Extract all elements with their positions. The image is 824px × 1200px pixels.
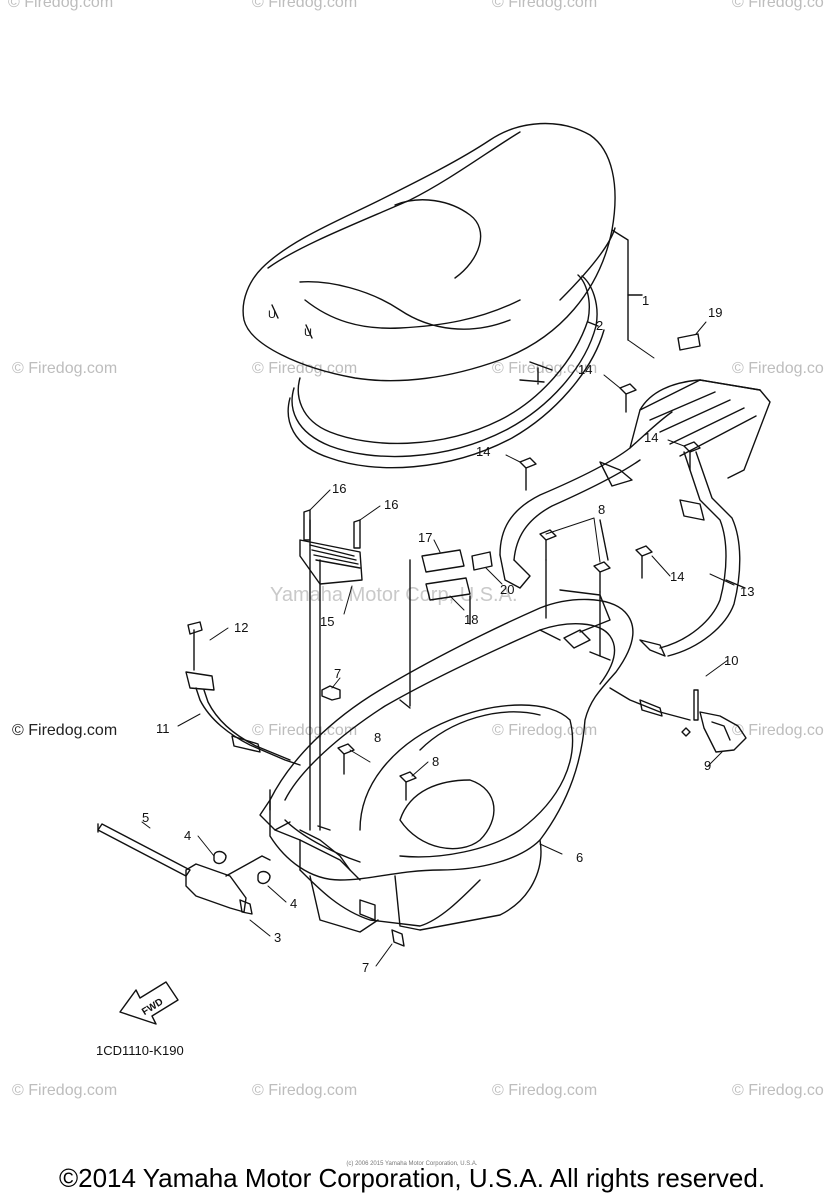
watermark: © Firedog.com: [252, 0, 358, 11]
seat-band-drawing: [287, 274, 605, 469]
callout-7a: 7: [334, 666, 341, 681]
callout-3: 3: [274, 930, 281, 945]
copyright-notice: ©2014 Yamaha Motor Corporation, U.S.A. A…: [58, 1163, 766, 1193]
watermark: © Firedog.com: [492, 1082, 598, 1099]
callout-6: 6: [576, 850, 583, 865]
watermark: © Firedog.com: [252, 1082, 358, 1099]
callout-8a: 8: [598, 502, 605, 517]
callout-7b: 7: [362, 960, 369, 975]
callout-11: 11: [156, 721, 170, 736]
watermark: © Firedog.com: [12, 1082, 118, 1099]
reference-code: 1CD1110-K190: [96, 1043, 184, 1058]
watermark: © Firedog.com: [492, 0, 598, 11]
callout-14c: 14: [644, 430, 658, 445]
labels-cover-drawing: [299, 333, 701, 831]
seat-drawing: U U: [242, 122, 629, 382]
callout-19: 19: [708, 305, 722, 320]
watermark-center: Yamaha Motor Corp, U.S.A.: [270, 584, 518, 606]
callout-8c: 8: [432, 754, 439, 769]
callout-1: 1: [642, 293, 649, 308]
bolt-8-drawing: [337, 519, 611, 801]
callout-9: 9: [704, 758, 711, 773]
fwd-label: FWD: [140, 996, 165, 1017]
callout-numbers: 1 2 3 4 4 5 6 7 7 8 8 8 8 9 10 11 12 13 …: [142, 293, 754, 975]
tiny-credit: (c) 2006 2015 Yamaha Motor Corporation, …: [346, 1161, 478, 1167]
callout-18: 18: [464, 612, 478, 627]
svg-text:U: U: [304, 327, 312, 339]
leader-lines: [141, 321, 735, 967]
callout-17: 17: [418, 530, 432, 545]
watermark: © Firedog.com: [8, 0, 114, 11]
watermark: © Firedog.com: [732, 0, 824, 11]
seat-lock-drawing: [185, 621, 747, 766]
callout-16a: 16: [332, 481, 346, 496]
callout-8b: 8: [374, 730, 381, 745]
callout-15: 15: [320, 614, 334, 629]
callout-4b: 4: [290, 896, 297, 911]
callout-4a: 4: [184, 828, 191, 843]
watermark: © Firedog.com: [732, 1082, 824, 1099]
watermark-highlighted: © Firedog.com: [12, 722, 118, 739]
callout-14a: 14: [578, 362, 592, 377]
fwd-arrow-drawing: FWD: [119, 981, 179, 1025]
callout-14d: 14: [670, 569, 684, 584]
callout-13: 13: [740, 584, 754, 599]
watermark: © Firedog.com: [732, 360, 824, 377]
callout-20: 20: [500, 582, 514, 597]
callout-2: 2: [596, 318, 603, 333]
storage-box-drawing: [259, 589, 634, 947]
callout-5: 5: [142, 810, 149, 825]
watermark: © Firedog.com: [732, 722, 824, 739]
watermark: © Firedog.com: [492, 360, 598, 377]
callout-16b: 16: [384, 497, 398, 512]
callout-14b: 14: [476, 444, 490, 459]
watermark: © Firedog.com: [12, 360, 118, 377]
callout-10: 10: [724, 653, 738, 668]
bolt-14-drawing: [519, 383, 701, 579]
callout-12: 12: [234, 620, 248, 635]
hinge-parts-drawing: [97, 823, 351, 915]
rear-carrier-drawing: [499, 379, 771, 657]
svg-text:U: U: [268, 309, 276, 321]
